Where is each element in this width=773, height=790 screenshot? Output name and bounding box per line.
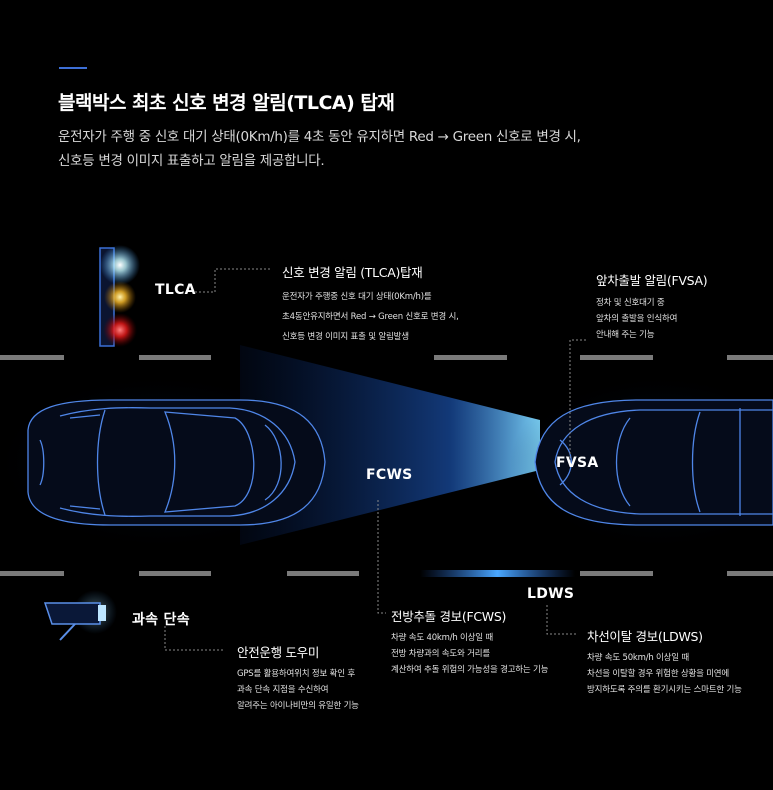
callout-heading: 안전운행 도우미 (237, 645, 320, 660)
callout-line: 과속 단속 지점을 수신하여 (237, 685, 329, 695)
callout-line: 계산하여 추돌 위험의 가능성을 경고하는 기능 (391, 665, 549, 675)
speed-camera-icon (43, 590, 117, 641)
ego-car-icon (0, 372, 330, 552)
callout-heading: 앞차출발 알림(FVSA) (596, 273, 708, 288)
lane-lines-top (0, 355, 773, 360)
callout-line: 운전자가 주행중 신호 대기 상태(0Km/h)를 (282, 292, 432, 302)
callout-heading: 차선이탈 경보(LDWS) (587, 629, 703, 644)
callout-line: 알려주는 아이나비만의 유일한 기능 (237, 701, 359, 711)
fvsa-label: FVSA (556, 455, 599, 471)
callout-line: 초4동안유지하면서 Red → Green 신호로 변경 시, (282, 312, 459, 322)
speed-camera-label: 과속 단속 (132, 612, 190, 628)
callout-line: GPS를 활용하여위치 정보 확인 후 (237, 669, 355, 679)
callout-line: 안내해 주는 기능 (596, 330, 655, 340)
adas-illustration (0, 245, 773, 651)
callout-heading: 신호 변경 알림 (TLCA)탑재 (282, 265, 423, 280)
callout-line: 차량 속도 50km/h 이상일 때 (587, 653, 690, 663)
description-line: 신호등 변경 이미지 표출하고 알림을 제공합니다. (58, 153, 325, 169)
tlca-callout: 신호 변경 알림 (TLCA)탑재 운전자가 주행중 신호 대기 상태(0Km/… (282, 262, 459, 347)
callout-line: 신호등 변경 이미지 표출 및 알림발생 (282, 332, 409, 342)
ldws-label: LDWS (527, 586, 575, 602)
title-accent-bar (59, 67, 87, 69)
callout-line: 앞차의 출발을 인식하여 (596, 314, 678, 324)
page-description: 운전자가 주행 중 신호 대기 상태(0Km/h)를 4초 동안 유지하면 Re… (58, 125, 581, 173)
callout-line: 정차 및 신호대기 중 (596, 298, 665, 308)
tlca-label: TLCA (155, 282, 196, 298)
callout-heading: 전방추돌 경보(FCWS) (391, 609, 507, 624)
callout-line: 방지하도록 주의를 환기시키는 스마트한 기능 (587, 685, 742, 695)
callout-line: 차량 속도 40km/h 이상일 때 (391, 633, 494, 643)
fcws-label: FCWS (366, 467, 413, 483)
fvsa-callout: 앞차출발 알림(FVSA) 정차 및 신호대기 중 앞차의 출발을 인식하여 안… (596, 270, 708, 343)
front-car-icon (510, 372, 773, 552)
callout-line: 전방 차량과의 속도와 거리를 (391, 649, 490, 659)
fcws-callout: 전방추돌 경보(FCWS) 차량 속도 40km/h 이상일 때 전방 차량과의… (391, 606, 548, 678)
callout-line: 차선을 이탈할 경우 위험한 상황을 미연에 (587, 669, 730, 679)
safety-assistant-callout: 안전운행 도우미 GPS를 활용하여위치 정보 확인 후 과속 단속 지점을 수… (237, 642, 359, 714)
traffic-light-icon (99, 245, 140, 347)
lane-departure-glow (420, 570, 575, 577)
lane-lines-bottom (0, 571, 773, 576)
page-title: 블랙박스 최초 신호 변경 알림(TLCA) 탑재 (58, 92, 395, 114)
ldws-callout: 차선이탈 경보(LDWS) 차량 속도 50km/h 이상일 때 차선을 이탈할… (587, 626, 742, 698)
callout-leader-lines (164, 268, 588, 651)
description-line: 운전자가 주행 중 신호 대기 상태(0Km/h)를 4초 동안 유지하면 Re… (58, 129, 581, 145)
